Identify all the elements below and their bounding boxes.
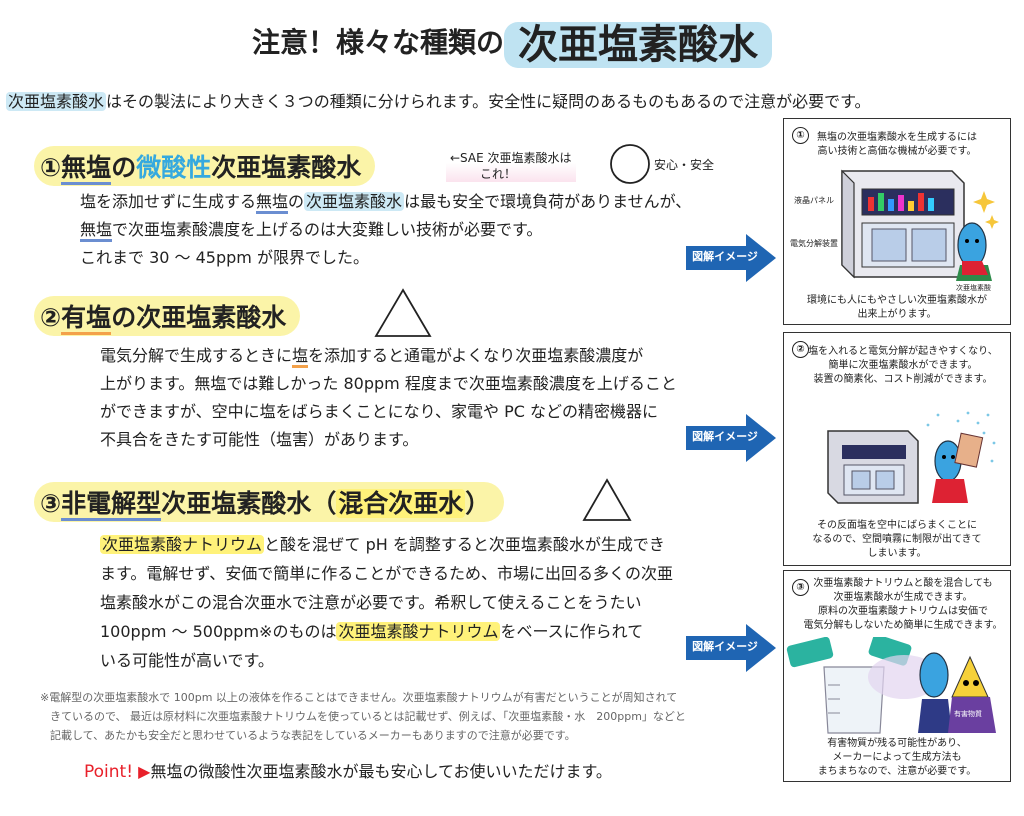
panel3-bottom1: 有害物質が残る可能性があり、 bbox=[827, 738, 967, 749]
section3-t2: 次亜塩素酸水（ bbox=[161, 489, 337, 518]
footnote-line1: ※電解型の次亜塩素酸水で 100pm 以上の液体を作ることはできません。次亜塩素… bbox=[40, 691, 678, 704]
illustration-panel-3: ③ 次亜塩素酸ナトリウムと酸を混合しても 次亜塩素酸水が生成できます。 原料の次… bbox=[783, 570, 1011, 782]
salt-device-illustration bbox=[827, 411, 996, 504]
panel2-bottom2: なるので、空間噴霧に制限が出てきて bbox=[812, 534, 982, 545]
section3-t1: 非電解型 bbox=[61, 489, 162, 521]
point-text: 無塩の微酸性次亜塩素酸水が最も安心してお使いいただけます。 bbox=[150, 762, 612, 781]
panel3-top2: 次亜塩素酸水が生成できます。 bbox=[833, 592, 973, 603]
section3-line5: いる可能性が高いです。 bbox=[100, 651, 274, 670]
section1-number: ① bbox=[40, 153, 62, 182]
label-character: 次亜塩素酸 bbox=[956, 284, 991, 292]
section2-body: 電気分解で生成するときに塩を添加すると通電がよくなり次亜塩素酸濃度が 上がります… bbox=[100, 342, 677, 454]
section3-number: ③ bbox=[40, 489, 62, 518]
section3-line2: ます。電解せず、安価で簡単に作ることができるため、市場に出回る多くの次亜 bbox=[100, 564, 673, 583]
section1-t4: 次亜塩素酸水 bbox=[211, 153, 362, 182]
triangle-rating-icon bbox=[374, 288, 432, 337]
footnote-line2: きているので、 最近は原材料に次亜塩素酸ナトリウムを使っているとは記載せず、例え… bbox=[50, 710, 686, 723]
arrow-label: 図解イメージ bbox=[692, 640, 758, 653]
section2-t2: の bbox=[111, 303, 137, 332]
triangle-rating-icon bbox=[582, 478, 632, 521]
intro-text: 次亜塩素酸水はその製法により大きく３つの種類に分けられます。安全性に疑問のあるも… bbox=[6, 88, 871, 112]
panel2-bottom1: その反面塩を空中にばらまくことに bbox=[817, 520, 977, 531]
panel2-bottom3: しまいます。 bbox=[867, 548, 927, 559]
section1-line3: これまで 30 〜 45ppm が限界でした。 bbox=[80, 248, 369, 267]
section2-line1: 電気分解で生成するときに塩を添加すると通電がよくなり次亜塩素酸濃度が bbox=[100, 342, 677, 370]
section1-line1: 塩を添加せずに生成する無塩の次亜塩素酸水は最も安全で環境負荷がありませんが、 bbox=[80, 188, 691, 216]
illustration-panel-2: ② 塩を入れると電気分解が起きやすくなり、 簡単に次亜塩素酸水ができます。 装置… bbox=[783, 332, 1011, 566]
intro-term: 次亜塩素酸水 bbox=[6, 92, 107, 111]
intro-rest: はその製法により大きく３つの種類に分けられます。安全性に疑問のあるものもあるので… bbox=[106, 92, 871, 111]
sae-note-line2: これ！ bbox=[480, 167, 517, 181]
section2-title: ②有塩の次亜塩素酸水 bbox=[34, 296, 301, 336]
panel2-top3: 装置の簡素化、コスト削減ができます。 bbox=[813, 374, 993, 385]
label-electrolysis-device: 電気分解装置 bbox=[790, 239, 838, 248]
illustration-panel-1: ① 無塩の次亜塩素酸水を生成するには 高い技術と高価な機械が必要です。 液晶パネ… bbox=[783, 118, 1011, 325]
section3-t3: 混合次亜水 bbox=[336, 489, 466, 518]
panel2-number: ② bbox=[792, 341, 809, 358]
circle-rating-icon bbox=[610, 144, 650, 184]
section2-line2: 上がります。無塩では難しかった 80ppm 程度まで次亜塩素酸濃度を上げること bbox=[100, 374, 677, 393]
section1-line2: 無塩で次亜塩素酸濃度を上げるのは大変難しい技術が必要です。 bbox=[80, 216, 691, 244]
arrow-label: 図解イメージ bbox=[692, 250, 758, 263]
section3-line3: 塩素酸水がこの混合次亜水で注意が必要です。希釈して使えることをうたい bbox=[100, 593, 642, 612]
title-prefix: 注意！様々な種類の bbox=[251, 26, 504, 59]
panel2-top1: 塩を入れると電気分解が起きやすくなり、 bbox=[808, 346, 998, 357]
panel3-top1: 次亜塩素酸ナトリウムと酸を混合しても bbox=[813, 578, 993, 589]
sae-note: ←SAE 次亜塩素酸水は これ！ bbox=[446, 150, 576, 182]
label-lcd-panel: 液晶パネル bbox=[794, 196, 834, 205]
section3-line4: 100ppm 〜 500ppm※のものは次亜塩素酸ナトリウムをベースに作られて bbox=[100, 622, 644, 641]
diagram-arrow-1: 図解イメージ bbox=[686, 234, 778, 282]
section3-title: ③非電解型次亜塩素酸水（混合次亜水） bbox=[34, 482, 505, 522]
generator-machine-illustration bbox=[841, 169, 999, 281]
page-title: 注意！様々な種類の次亜塩素酸水 bbox=[0, 12, 1024, 70]
title-highlight: 次亜塩素酸水 bbox=[504, 22, 772, 68]
section1-t2: の bbox=[111, 153, 137, 182]
mixing-illustration bbox=[786, 637, 996, 734]
section2-t3: 次亜塩素酸水 bbox=[136, 303, 287, 332]
panel1-bottom1: 環境にも人にもやさしい次亜塩素酸水が bbox=[807, 295, 987, 306]
section3-t4: ） bbox=[465, 489, 491, 518]
panel3-top3: 原料の次亜塩素酸ナトリウムは安価で bbox=[818, 606, 988, 617]
sae-note-line1: ←SAE 次亜塩素酸水は bbox=[450, 151, 572, 165]
arrow-label: 図解イメージ bbox=[692, 430, 758, 443]
section2-number: ② bbox=[40, 303, 62, 332]
footnote: ※電解型の次亜塩素酸水で 100pm 以上の液体を作ることはできません。次亜塩素… bbox=[40, 688, 686, 745]
section3-line1: 次亜塩素酸ナトリウムと酸を混ぜて pH を調整すると次亜塩素酸水が生成でき bbox=[100, 535, 665, 554]
section1-title: ①無塩の微酸性次亜塩素酸水 bbox=[34, 146, 376, 186]
panel1-top1: 無塩の次亜塩素酸水を生成するには bbox=[817, 132, 977, 143]
section1-t1: 無塩 bbox=[61, 153, 112, 185]
section2-t1: 有塩 bbox=[61, 303, 112, 335]
panel1-bottom2: 出来上がります。 bbox=[857, 309, 937, 320]
panel1-top2: 高い技術と高価な機械が必要です。 bbox=[817, 146, 977, 157]
section2-line3: ができますが、空中に塩をばらまくことになり、家電や PC などの精密機器に bbox=[100, 402, 659, 421]
point-line: Point! ▶無塩の微酸性次亜塩素酸水が最も安心してお使いいただけます。 bbox=[84, 758, 612, 782]
play-arrow-icon: ▶ bbox=[138, 762, 151, 781]
footnote-line3: 記載して、あたかも安全だと思わせているような表記をしているメーカーもありますので… bbox=[50, 729, 576, 742]
section2-line4: 不具合をきたす可能性（塩害）があります。 bbox=[100, 430, 419, 449]
section1-t3: 微酸性 bbox=[136, 153, 212, 182]
label-harmful-substance: 有害物質 bbox=[954, 710, 982, 718]
panel3-number: ③ bbox=[792, 579, 809, 596]
panel3-bottom3: まちまちなので、注意が必要です。 bbox=[817, 766, 977, 777]
point-label: Point! bbox=[84, 762, 134, 782]
panel3-top4: 電気分解もしないため簡単に生成できます。 bbox=[803, 620, 1003, 631]
section3-body: 次亜塩素酸ナトリウムと酸を混ぜて pH を調整すると次亜塩素酸水が生成でき ます… bbox=[100, 530, 673, 675]
panel3-bottom2: メーカーによって生成方法も bbox=[832, 752, 962, 763]
section1-body: 塩を添加せずに生成する無塩の次亜塩素酸水は最も安全で環境負荷がありませんが、 無… bbox=[80, 188, 691, 272]
panel1-number: ① bbox=[792, 127, 809, 144]
panel2-top2: 簡単に次亜塩素酸水ができます。 bbox=[828, 360, 978, 371]
diagram-arrow-2: 図解イメージ bbox=[686, 414, 778, 462]
diagram-arrow-3: 図解イメージ bbox=[686, 624, 778, 672]
rating-label: 安心・安全 bbox=[654, 158, 715, 172]
